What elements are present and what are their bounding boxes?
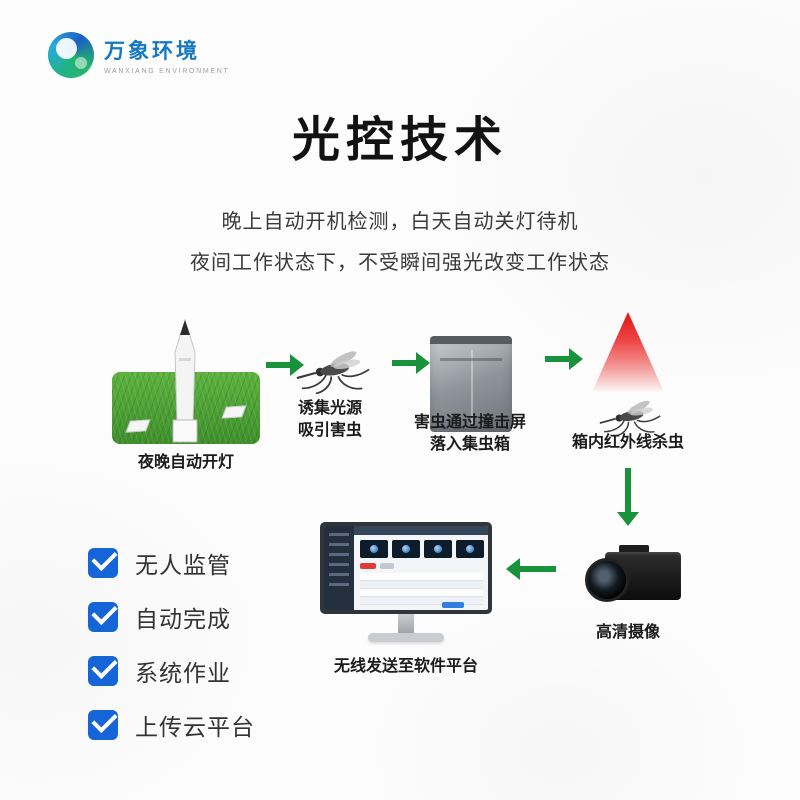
check-label: 系统作业 xyxy=(135,660,231,686)
platform-thumbnail xyxy=(360,540,388,558)
lamp-pole-icon xyxy=(172,318,198,443)
arrow-right-icon xyxy=(545,348,583,370)
checkbox-icon xyxy=(88,652,118,686)
platform-thumbnail xyxy=(424,540,452,558)
monitor-icon xyxy=(320,522,492,662)
arrow-right-icon xyxy=(392,352,430,374)
description-line-2: 夜间工作状态下，不受瞬间强光改变工作状态 xyxy=(190,252,610,274)
platform-table-row xyxy=(360,581,483,589)
platform-table-row xyxy=(360,573,483,581)
step2-label-line2: 吸引害虫 xyxy=(297,422,362,439)
logo-icon xyxy=(48,32,94,78)
description-line-1: 晚上自动开机检测，白天自动关灯待机 xyxy=(221,211,579,233)
check-item: 自动完成 xyxy=(88,598,231,634)
step2-label: 诱集光源 吸引害虫 xyxy=(280,398,380,442)
arrow-right-icon xyxy=(266,354,304,376)
step2-label-line1: 诱集光源 xyxy=(297,400,362,417)
mosquito-icon xyxy=(296,351,370,394)
check-label: 自动完成 xyxy=(135,606,231,632)
platform-thumbnail xyxy=(392,540,420,558)
logo: 万象环境 WANXIANG ENVIRONMENT xyxy=(48,32,230,78)
platform-table-row xyxy=(360,597,483,605)
checkbox-icon xyxy=(88,706,118,740)
page-title: 光控技术 xyxy=(291,114,508,167)
arrow-down-icon xyxy=(617,468,639,526)
platform-button-red xyxy=(360,563,376,569)
platform-button-blue xyxy=(442,602,464,608)
platform-button-gray xyxy=(380,563,394,569)
platform-sidebar xyxy=(324,526,354,610)
check-item: 系统作业 xyxy=(88,652,231,688)
camera-icon xyxy=(585,544,685,608)
platform-table-row xyxy=(360,589,483,597)
check-label: 上传云平台 xyxy=(135,714,255,740)
check-label: 无人监管 xyxy=(135,552,231,578)
arrow-left-icon xyxy=(506,558,556,580)
step1-label: 夜晚自动开灯 xyxy=(137,454,234,471)
step3-label: 害虫通过撞击屏 落入集虫箱 xyxy=(400,412,540,456)
infrared-light-cone-icon xyxy=(592,312,664,392)
platform-label: 无线发送至软件平台 xyxy=(333,658,478,675)
platform-screen xyxy=(324,526,488,610)
step3-label-line2: 落入集虫箱 xyxy=(429,436,510,453)
platform-thumbnail xyxy=(456,540,484,558)
check-item: 无人监管 xyxy=(88,544,231,580)
description: 晚上自动开机检测，白天自动关灯待机 夜间工作状态下，不受瞬间强光改变工作状态 xyxy=(0,202,800,284)
logo-subtitle: WANXIANG ENVIRONMENT xyxy=(104,68,230,75)
checkbox-icon xyxy=(88,598,118,632)
camera-label: 高清摄像 xyxy=(595,624,660,641)
mosquito-icon xyxy=(599,400,661,436)
check-item: 上传云平台 xyxy=(88,706,255,742)
platform-topbar xyxy=(354,526,488,535)
logo-name: 万象环境 xyxy=(104,40,200,63)
step4-label: 箱内红外线杀虫 xyxy=(571,434,684,451)
step3-label-line1: 害虫通过撞击屏 xyxy=(413,414,526,431)
insect-box-icon xyxy=(430,336,512,432)
checkbox-icon xyxy=(88,544,118,578)
monitor-base xyxy=(368,633,444,642)
monitor-stand xyxy=(398,614,414,634)
logo-text: 万象环境 WANXIANG ENVIRONMENT xyxy=(104,35,230,75)
